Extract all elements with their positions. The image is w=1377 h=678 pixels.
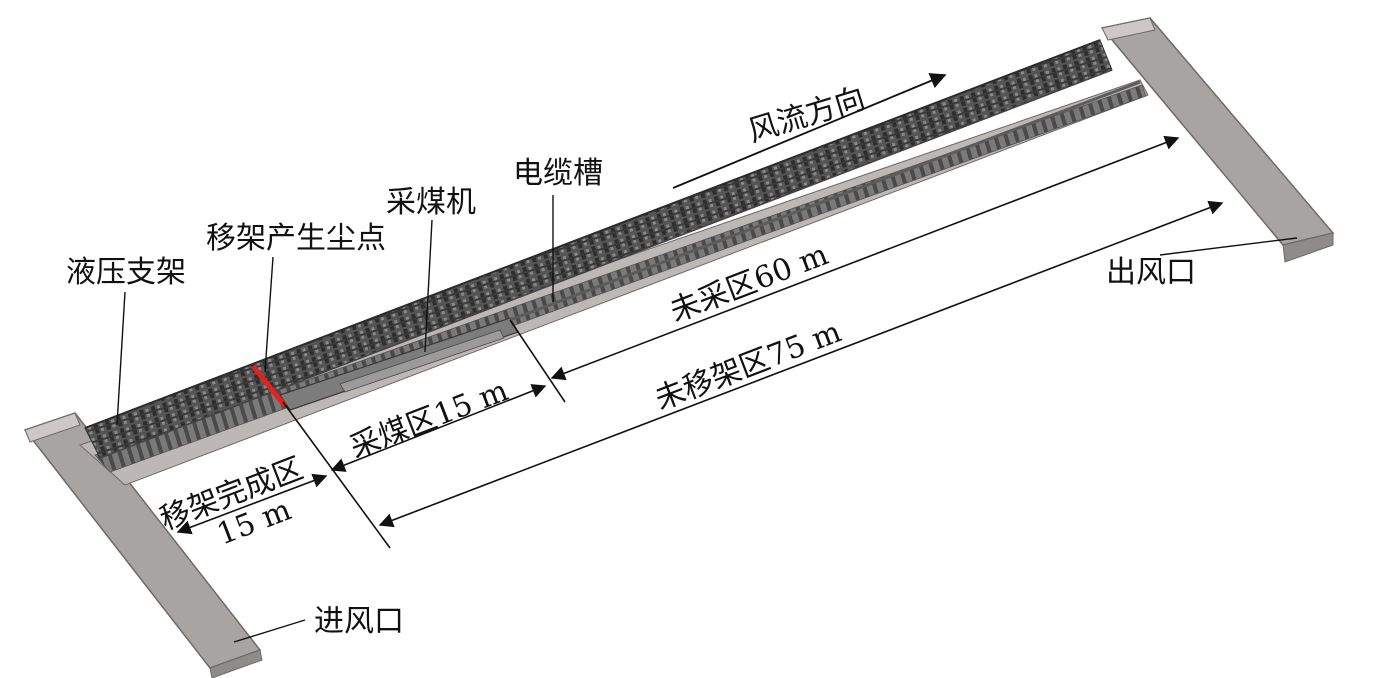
outlet-leader	[1159, 237, 1298, 256]
inlet-roadway	[23, 412, 263, 678]
working-face	[79, 39, 1149, 486]
unmoved-zone-label: 未移架区75 m	[650, 314, 846, 417]
dust-point-marker	[251, 364, 287, 408]
shearer-label: 采煤机	[386, 185, 476, 220]
hydraulic-support-leader	[116, 291, 126, 426]
outlet-label: 出风口	[1106, 255, 1196, 290]
moved-zone-dimension	[176, 473, 328, 535]
mining-zone-dimension	[330, 384, 547, 472]
inlet-leader	[233, 619, 306, 643]
shearer-leader	[424, 219, 433, 353]
dust-point-leader	[264, 256, 274, 373]
hydraulic-support-label: 液压支架	[66, 255, 186, 290]
moved-zone-boundary	[282, 401, 391, 549]
dust-point-label: 移架产生尘点	[206, 221, 386, 256]
cable-trough-label: 电缆槽	[513, 156, 603, 191]
outlet-roadway	[1100, 17, 1335, 263]
inlet-label: 进风口	[314, 604, 404, 639]
